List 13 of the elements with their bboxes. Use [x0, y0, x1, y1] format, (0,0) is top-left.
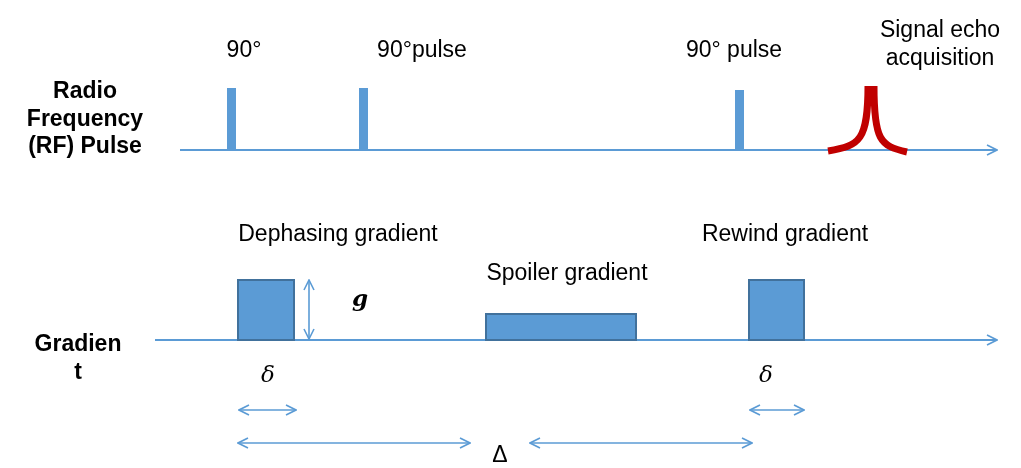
duration-symbol: δ [261, 361, 275, 389]
row-label: Gradien t [34, 330, 122, 386]
duration-symbol: δ [759, 361, 773, 389]
pulse-label: 90° [226, 36, 262, 64]
gradient-label: Dephasing gradient [238, 220, 438, 248]
row-label: Radio Frequency (RF) Pulse [25, 76, 145, 160]
pulse-label: 90° pulse [685, 36, 783, 64]
amplitude-symbol: g [351, 284, 369, 312]
interval-symbol: Δ [492, 441, 508, 468]
signal-label: Signal echo acquisition [878, 16, 1002, 72]
gradient-label: Rewind gradient [701, 220, 869, 248]
pulse-label: 90°pulse [377, 36, 467, 64]
gradient-label: Spoiler gradient [486, 259, 648, 287]
